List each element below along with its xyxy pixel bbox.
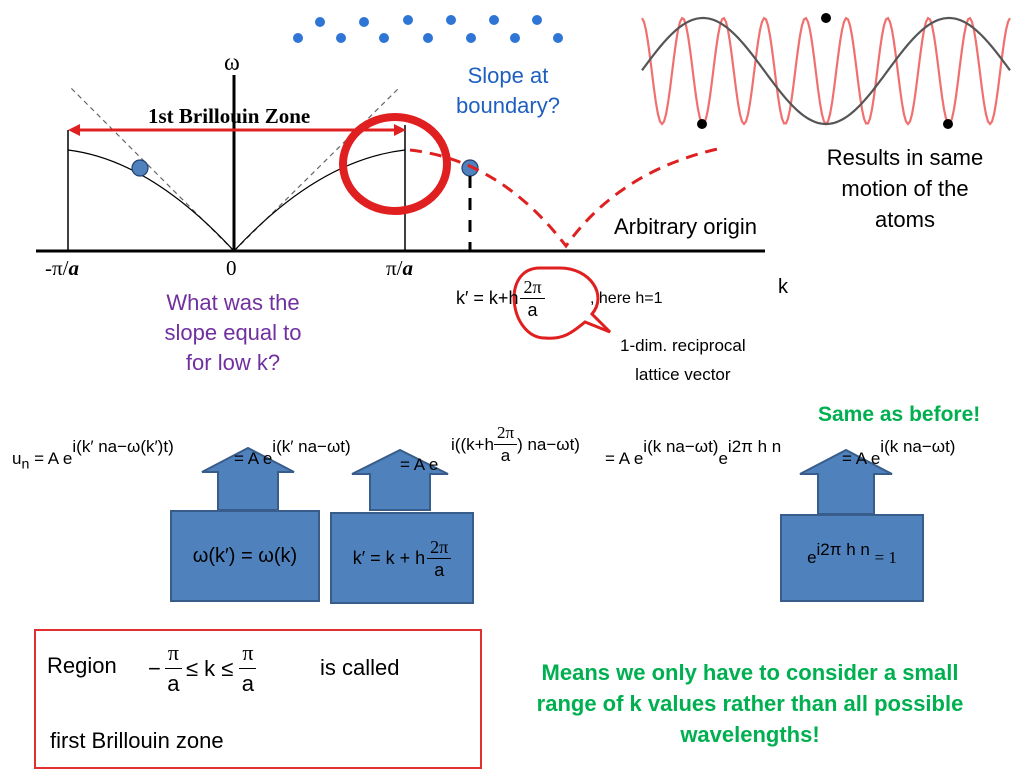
un-term-lhs: un = A ei(k′ na−ω(k′)t) — [12, 437, 174, 473]
atom-dots — [293, 15, 563, 43]
here-h-note: , here h=1 — [590, 290, 663, 307]
omega-axis-label: ω — [224, 50, 240, 76]
un-term-3-base: = A e — [400, 455, 439, 474]
bz-arrow-right-head — [394, 124, 406, 136]
region-label: Region — [47, 653, 117, 678]
dispersion-graph — [36, 75, 765, 253]
kprime-callout-bubble — [512, 266, 612, 340]
omega-equality-box: ω(k′) = ω(k) — [170, 510, 320, 602]
tick-zero: 0 — [226, 256, 237, 280]
extended-dispersion-curve — [409, 146, 723, 249]
short-wavelength-wave — [641, 16, 1011, 126]
bz-arrow-left-head — [68, 124, 80, 136]
dispersion-curve — [67, 149, 406, 252]
un-term-5: = A ei(k na−ωt) — [842, 437, 956, 468]
k-axis-label: k — [778, 276, 788, 298]
tick-neg-pi-over-a: -π/a — [45, 256, 79, 280]
is-called-label: is called — [320, 655, 400, 680]
long-wavelength-wave — [641, 16, 1011, 126]
tick-pi-over-a: π/a — [386, 256, 413, 280]
brillouin-zone-label: 1st Brillouin Zone — [148, 104, 311, 128]
box-arrows — [201, 446, 893, 515]
point-left — [131, 159, 149, 177]
un-term-4: = A ei(k na−ωt)ei2π h n — [605, 437, 782, 468]
same-as-before-label: Same as before! — [818, 403, 981, 426]
un-term-2: = A ei(k′ na−ωt) — [234, 437, 351, 468]
brillouin-zone-name: first Brillouin zone — [50, 728, 224, 753]
arbitrary-origin-label: Arbitrary origin — [614, 214, 758, 239]
wave-illustration — [641, 13, 1011, 129]
boundary-highlight-ellipse — [339, 113, 451, 215]
